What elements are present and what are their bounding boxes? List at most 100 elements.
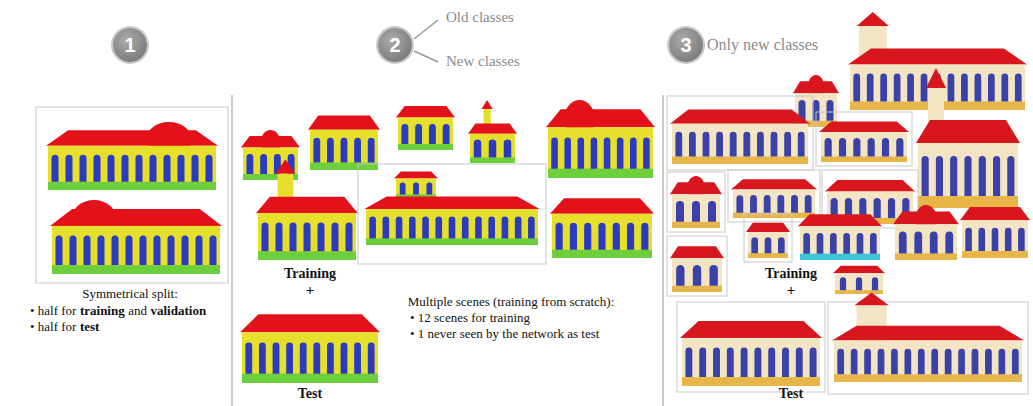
building-figure bbox=[832, 292, 1024, 382]
arch bbox=[778, 237, 785, 253]
arch bbox=[839, 138, 846, 156]
arch bbox=[993, 156, 1000, 196]
arch bbox=[803, 233, 810, 254]
arch bbox=[727, 348, 734, 378]
arch bbox=[918, 349, 925, 375]
base-band bbox=[834, 374, 1022, 382]
base-band bbox=[821, 156, 907, 162]
panel-heading: Only new classes bbox=[707, 36, 818, 54]
note-text: • half for bbox=[30, 320, 76, 335]
set-label: Test bbox=[298, 386, 322, 402]
wall bbox=[748, 232, 788, 258]
arch bbox=[52, 155, 59, 182]
arch bbox=[168, 236, 175, 266]
arch bbox=[830, 233, 837, 254]
arch bbox=[972, 349, 979, 375]
building-figure bbox=[670, 246, 724, 292]
arch bbox=[262, 223, 269, 252]
building-figure bbox=[546, 100, 655, 178]
building-figure bbox=[46, 122, 218, 190]
arch bbox=[782, 348, 789, 378]
arch bbox=[979, 156, 986, 196]
arch bbox=[346, 223, 353, 252]
arch bbox=[689, 132, 696, 157]
wall bbox=[470, 134, 515, 163]
arch bbox=[368, 342, 375, 373]
arch bbox=[992, 228, 999, 251]
arch bbox=[313, 342, 320, 373]
building-figure bbox=[364, 197, 540, 245]
arch bbox=[965, 228, 972, 251]
arch bbox=[551, 137, 558, 168]
arch bbox=[598, 223, 605, 250]
building-figure bbox=[256, 159, 358, 260]
arch bbox=[931, 349, 938, 375]
arch bbox=[891, 349, 898, 375]
arch bbox=[741, 348, 748, 378]
roof bbox=[746, 223, 790, 232]
arch bbox=[245, 342, 252, 373]
arch bbox=[401, 124, 408, 144]
arch bbox=[922, 156, 929, 196]
arch bbox=[415, 124, 422, 144]
arch bbox=[126, 236, 133, 266]
note-keyword: training bbox=[80, 304, 125, 319]
building-figure bbox=[241, 130, 300, 180]
base-band bbox=[962, 251, 1028, 258]
arch bbox=[56, 236, 63, 266]
building-figure bbox=[550, 198, 654, 258]
arch bbox=[896, 138, 903, 156]
arch bbox=[764, 195, 771, 213]
set-label: Training bbox=[765, 266, 817, 282]
roof bbox=[833, 266, 885, 273]
roof bbox=[670, 246, 724, 258]
set-label: Test bbox=[779, 386, 803, 402]
arch bbox=[286, 342, 293, 373]
roof bbox=[916, 120, 1020, 143]
arch bbox=[945, 349, 952, 375]
roof bbox=[798, 214, 882, 226]
building-figure bbox=[308, 115, 380, 170]
roof bbox=[546, 109, 655, 127]
arch bbox=[843, 233, 850, 254]
arch bbox=[958, 349, 965, 375]
arch bbox=[676, 265, 684, 286]
arch bbox=[396, 216, 403, 238]
arch bbox=[154, 236, 161, 266]
arch bbox=[882, 138, 889, 156]
arch bbox=[313, 138, 320, 163]
arch bbox=[449, 216, 456, 238]
arch bbox=[771, 132, 778, 157]
arch bbox=[341, 342, 348, 373]
arch bbox=[429, 124, 436, 144]
note-heading: Multiple scenes (training from scratch): bbox=[408, 295, 615, 310]
arch bbox=[874, 198, 881, 218]
arch bbox=[948, 74, 955, 102]
arch bbox=[260, 154, 267, 174]
base-band bbox=[48, 182, 216, 190]
arch bbox=[178, 155, 185, 182]
arch bbox=[327, 138, 334, 163]
arch bbox=[796, 348, 803, 378]
image-frame bbox=[667, 96, 813, 170]
building-figure bbox=[670, 109, 810, 164]
roof bbox=[960, 207, 1030, 220]
note-keyword: test bbox=[80, 320, 100, 335]
building-figure bbox=[916, 68, 1020, 208]
arch bbox=[122, 155, 129, 182]
building-figure bbox=[798, 214, 882, 260]
arch bbox=[80, 155, 87, 182]
arch bbox=[1005, 228, 1012, 251]
plus-sign: + bbox=[306, 282, 315, 299]
text-line: Symmetrical split: bbox=[82, 287, 178, 302]
base-band bbox=[672, 286, 722, 292]
arch bbox=[777, 195, 784, 213]
arch bbox=[905, 349, 912, 375]
arch bbox=[354, 342, 361, 373]
arch bbox=[604, 137, 611, 168]
arch bbox=[936, 156, 943, 196]
arch bbox=[528, 216, 535, 238]
arch bbox=[880, 74, 887, 102]
arch bbox=[259, 342, 266, 373]
arch bbox=[988, 74, 995, 102]
